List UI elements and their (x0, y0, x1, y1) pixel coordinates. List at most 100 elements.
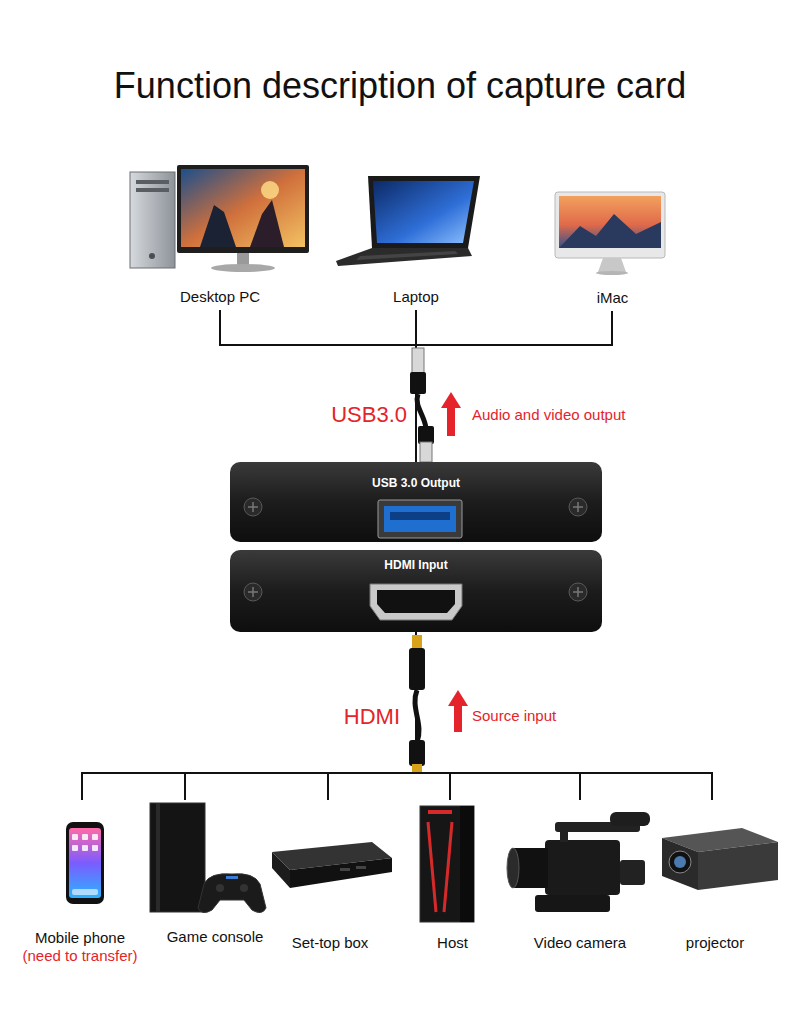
hdmi-cable (412, 764, 422, 772)
node-label: USB 3.0 Output (372, 476, 460, 490)
capture-card (244, 583, 262, 601)
game-console-picture (216, 884, 224, 892)
cable-label: HDMI (344, 704, 400, 730)
capture-card (377, 590, 455, 613)
desktop-pc-picture (136, 188, 169, 192)
node-label: Laptop (393, 288, 439, 306)
imac-picture (559, 196, 661, 248)
node-label: HDMI Input (384, 558, 447, 572)
connector-line (416, 632, 580, 800)
mobile-phone-picture (92, 834, 98, 840)
video-camera-picture (535, 895, 610, 912)
capture-card (378, 500, 462, 538)
capture-card (248, 502, 258, 512)
desktop-pc-picture (181, 169, 305, 247)
game-console-picture (226, 876, 238, 879)
desktop-pc-picture (237, 253, 249, 265)
set-top-box-picture (340, 868, 350, 871)
capture-card (230, 462, 602, 542)
card-panel: USB 3.0 Output (230, 462, 602, 542)
desktop-pc-picture (130, 165, 309, 272)
card-panel: HDMI Input (230, 550, 602, 632)
node-label: Set-top box (292, 934, 369, 952)
video-camera-picture (545, 840, 620, 895)
node-note: (need to transfer) (22, 947, 137, 965)
game-console-picture (240, 884, 248, 892)
mobile-phone-picture (72, 889, 98, 895)
cable-label: USB3.0 (331, 402, 407, 428)
desktop-pc-picture (149, 253, 155, 259)
host-picture (460, 806, 474, 922)
laptop-picture (336, 176, 480, 266)
capture-card (569, 498, 587, 516)
diagram-title: Function description of capture card (0, 64, 800, 107)
mobile-phone-picture (92, 845, 98, 851)
video-camera-picture (507, 848, 519, 888)
imac-picture (559, 214, 661, 248)
signal-note: Audio and video output (472, 406, 625, 424)
usb-cable (418, 426, 434, 444)
node-label: Desktop PC (180, 288, 260, 306)
source-node: Host (405, 800, 500, 956)
capture-card (370, 584, 462, 620)
video-camera-picture (620, 860, 645, 885)
connector-line (185, 632, 416, 800)
source-node: Set-top box (262, 800, 398, 956)
set-top-box-picture (356, 866, 366, 869)
desktop-pc-picture (250, 200, 284, 247)
projector-picture (669, 851, 691, 873)
mobile-phone-picture (72, 834, 78, 840)
imac-picture (596, 271, 628, 275)
usb-cable (417, 394, 426, 428)
capture-card (573, 502, 583, 512)
mobile-phone-picture (69, 828, 101, 898)
usb-cable (410, 372, 426, 394)
host-picture (420, 806, 474, 922)
mobile-phone-picture (82, 834, 88, 840)
desktop-pc-picture (211, 264, 275, 272)
connector-line (328, 632, 416, 800)
mobile-phone-picture (66, 822, 104, 904)
direction-arrow (448, 690, 468, 732)
source-node: Mobile phone(need to transfer) (15, 800, 145, 969)
hdmi-cable (409, 635, 425, 772)
laptop-picture (356, 251, 458, 260)
device-node: Desktop PC (125, 160, 315, 310)
desktop-pc-picture (130, 172, 175, 268)
mobile-phone-picture (66, 822, 104, 904)
capture-card (573, 587, 583, 597)
game-console-picture (198, 874, 266, 913)
game-console-picture (156, 803, 160, 912)
projector-picture (662, 838, 698, 890)
node-label: projector (686, 934, 744, 952)
device-node: iMac (540, 160, 685, 311)
imac-picture (598, 258, 626, 272)
desktop-pc-picture (261, 181, 279, 199)
mobile-phone-picture (82, 845, 88, 851)
connector-line (416, 632, 712, 800)
host-picture (420, 806, 474, 922)
capture-card (390, 512, 450, 520)
projector-picture (698, 842, 778, 890)
video-camera-picture (560, 832, 568, 842)
hdmi-cable (409, 648, 425, 690)
capture-card (230, 462, 602, 632)
video-camera-picture (507, 812, 650, 912)
host-picture (428, 822, 436, 912)
projector-picture (674, 856, 686, 868)
source-node: projector (650, 800, 780, 956)
laptop-picture (368, 176, 480, 248)
signal-note: Source input (472, 707, 556, 725)
hdmi-cable (415, 690, 419, 742)
capture-card (230, 550, 602, 632)
host-picture (428, 810, 452, 814)
desktop-pc-picture (177, 165, 309, 253)
usb-cable (412, 348, 424, 374)
connector-line (82, 632, 416, 800)
video-camera-picture (610, 812, 650, 826)
imac-picture (555, 192, 665, 258)
laptop-picture (373, 181, 474, 243)
connector-line (416, 311, 612, 462)
desktop-pc-picture (200, 205, 236, 247)
